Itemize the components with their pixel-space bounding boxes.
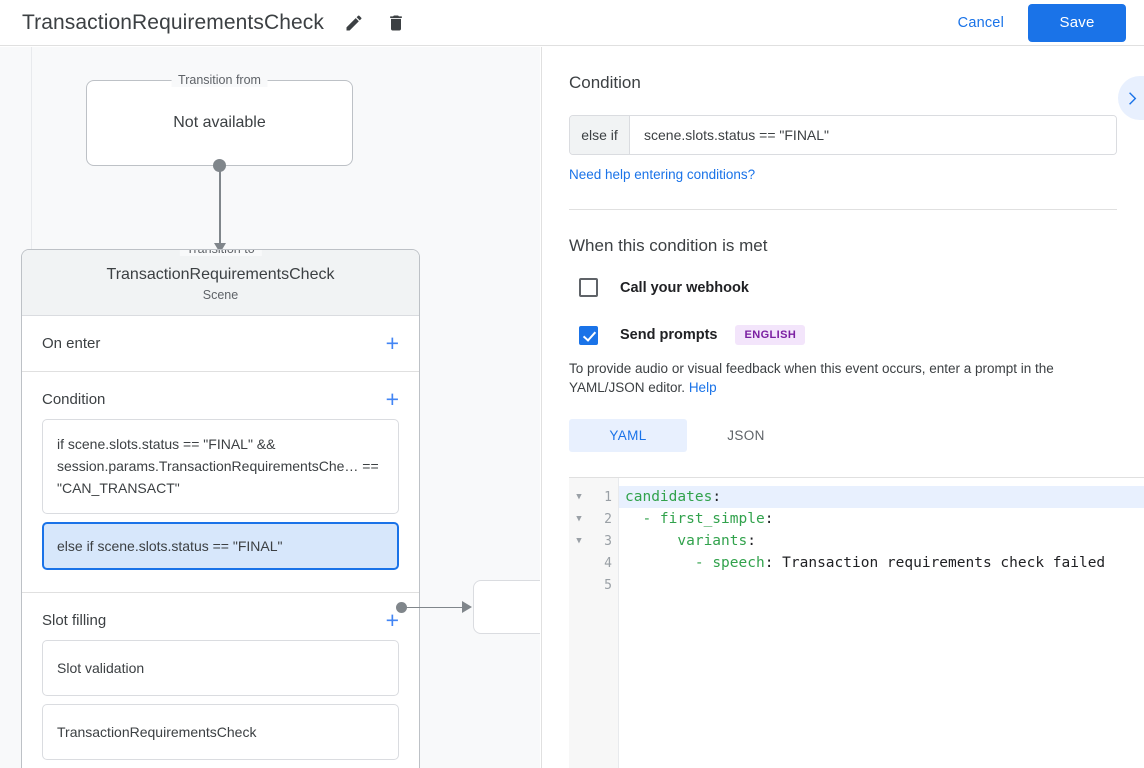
- call-webhook-label: Call your webhook: [620, 279, 749, 296]
- transition-to-card: Transition to TransactionRequirementsChe…: [21, 249, 420, 768]
- code-rest: :: [747, 533, 756, 549]
- condition-help-link[interactable]: Need help entering conditions?: [569, 167, 756, 182]
- code-line[interactable]: - first_simple:: [619, 508, 1144, 530]
- arrow-line: [219, 165, 221, 246]
- code-indent: [625, 533, 677, 549]
- app-header: TransactionRequirementsCheck Cancel Save: [0, 0, 1144, 46]
- slot-filling-item[interactable]: TransactionRequirementsCheck: [42, 704, 399, 760]
- scene-title: TransactionRequirementsCheck: [106, 266, 335, 283]
- condition-prefix-label: else if: [570, 116, 630, 154]
- code-rest: : Transaction requirements check failed: [764, 555, 1106, 571]
- editor-code-area[interactable]: candidates: - first_simple: variants: - …: [619, 478, 1144, 768]
- save-button[interactable]: Save: [1028, 3, 1126, 42]
- condition-expression-input[interactable]: [630, 116, 1116, 154]
- condition-connector-arrowhead: [462, 601, 472, 613]
- slot-filling-item[interactable]: Slot validation: [42, 640, 399, 696]
- fold-toggle-icon[interactable]: ▼: [576, 492, 582, 502]
- webhook-checkbox-row[interactable]: Call your webhook: [569, 278, 1117, 297]
- page-title: TransactionRequirementsCheck: [22, 10, 324, 34]
- line-number: 3: [604, 533, 612, 549]
- gutter-row: 4: [569, 552, 618, 574]
- transition-from-legend: Transition from: [171, 73, 268, 87]
- trash-icon[interactable]: [382, 9, 410, 37]
- next-node-card[interactable]: [473, 580, 540, 634]
- code-rest: :: [764, 511, 774, 527]
- section-slot-filling-title: Slot filling: [42, 612, 107, 629]
- condition-connector-dot: [396, 602, 407, 613]
- call-webhook-checkbox[interactable]: [579, 278, 598, 297]
- gutter-row: ▼ 3: [569, 530, 618, 552]
- transition-from-card: Transition from Not available: [86, 73, 353, 166]
- section-condition-header: Condition +: [22, 372, 419, 419]
- fold-toggle-icon[interactable]: ▼: [576, 514, 582, 524]
- section-on-enter: On enter +: [22, 316, 419, 372]
- editor-gutter: ▼ 1 ▼ 2 ▼ 3 4 5: [569, 478, 619, 768]
- yaml-editor[interactable]: ▼ 1 ▼ 2 ▼ 3 4 5 candidates: - first_si: [569, 477, 1144, 768]
- send-prompts-description: To provide audio or visual feedback when…: [569, 359, 1117, 397]
- code-line[interactable]: candidates:: [619, 486, 1144, 508]
- tab-yaml[interactable]: YAML: [569, 419, 687, 452]
- gutter-row: ▼ 1: [569, 486, 618, 508]
- tab-json[interactable]: JSON: [727, 428, 765, 443]
- send-prompts-help-link[interactable]: Help: [688, 380, 717, 395]
- scene-header[interactable]: TransactionRequirementsCheck Scene: [22, 250, 419, 316]
- send-prompts-checkbox-row[interactable]: Send prompts ENGLISH: [569, 325, 1117, 345]
- panel-condition-heading: Condition: [569, 73, 641, 92]
- add-condition-button[interactable]: +: [385, 386, 399, 412]
- add-on-enter-button[interactable]: +: [385, 330, 399, 356]
- panel-condition-section: Condition else if Need help entering con…: [542, 47, 1144, 210]
- pencil-icon[interactable]: [340, 9, 368, 37]
- send-prompts-checkbox[interactable]: [579, 325, 598, 345]
- condition-field-group: else if: [569, 115, 1117, 155]
- condition-item[interactable]: if scene.slots.status == "FINAL" && sess…: [42, 419, 399, 514]
- code-indent: -: [625, 555, 713, 571]
- transition-to-legend: Transition to: [179, 250, 262, 256]
- section-slot-filling-header: Slot filling +: [22, 593, 419, 640]
- details-panel: Condition else if Need help entering con…: [541, 47, 1144, 768]
- code-line[interactable]: [619, 574, 1144, 596]
- code-key: variants: [677, 533, 748, 549]
- section-condition: Condition + if scene.slots.status == "FI…: [22, 372, 419, 593]
- cancel-button[interactable]: Cancel: [948, 7, 1014, 39]
- scene-subtitle: Scene: [202, 288, 239, 302]
- fold-toggle-icon[interactable]: ▼: [576, 536, 582, 546]
- section-on-enter-header: On enter +: [22, 316, 419, 371]
- code-line[interactable]: - speech: Transaction requirements check…: [619, 552, 1144, 574]
- panel-when-met-section: When this condition is met Call your web…: [542, 210, 1144, 452]
- code-rest: :: [712, 489, 722, 505]
- panel-divider: [569, 209, 1117, 210]
- condition-item-selected[interactable]: else if scene.slots.status == "FINAL": [42, 522, 399, 570]
- condition-connector-line: [406, 606, 464, 609]
- line-number: 5: [604, 577, 612, 593]
- send-prompts-description-text: To provide audio or visual feedback when…: [569, 361, 1054, 395]
- line-number: 1: [604, 489, 612, 505]
- send-prompts-label: Send prompts: [620, 327, 718, 343]
- code-key: first_simple: [659, 511, 765, 527]
- section-on-enter-title: On enter: [42, 335, 101, 352]
- language-badge: ENGLISH: [735, 325, 806, 345]
- graph-canvas[interactable]: Transition from Not available Transition…: [0, 47, 540, 768]
- code-line[interactable]: variants:: [619, 530, 1144, 552]
- arrow-head: [214, 243, 226, 253]
- code-key: speech: [712, 555, 765, 571]
- line-number: 2: [604, 511, 612, 527]
- add-slot-filling-button[interactable]: +: [385, 607, 399, 633]
- section-condition-title: Condition: [42, 391, 106, 408]
- editor-format-tabs: YAML JSON: [569, 419, 1117, 452]
- line-number: 4: [604, 555, 612, 571]
- code-key: candidates: [625, 489, 713, 505]
- transition-from-value: Not available: [173, 114, 266, 131]
- section-slot-filling: Slot filling + Slot validation Transacti…: [22, 593, 419, 768]
- when-met-heading: When this condition is met: [569, 236, 768, 255]
- code-indent: -: [625, 511, 660, 527]
- gutter-row: 5: [569, 574, 618, 596]
- gutter-row: ▼ 2: [569, 508, 618, 530]
